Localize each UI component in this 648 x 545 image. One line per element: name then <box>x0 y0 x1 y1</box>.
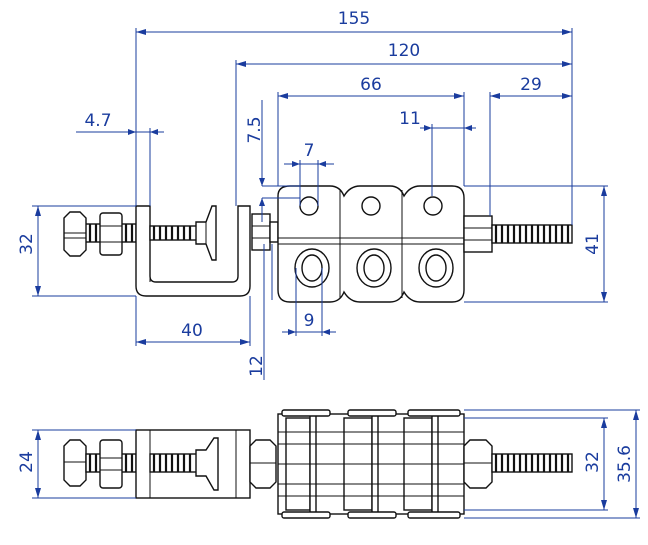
right-nut <box>463 215 493 253</box>
center-nut <box>251 213 279 251</box>
dim-clamp-flange: 4.7 <box>84 111 111 131</box>
side-view <box>63 409 573 519</box>
dim-clamp-depth: 40 <box>181 321 203 341</box>
dim-jaw-gap: 12 <box>247 355 267 377</box>
dim-side-block-outer: 35.6 <box>615 445 635 483</box>
dim-large-hole: 9 <box>304 311 315 331</box>
dim-overall-length: 155 <box>338 9 370 29</box>
dim-end-offset: 29 <box>520 75 542 95</box>
swivel-pad <box>195 205 217 261</box>
c-clamp <box>135 205 251 297</box>
top-dimensions: 155 120 66 29 11 4.7 7.5 <box>17 9 608 380</box>
dim-block-length: 66 <box>360 75 382 95</box>
triple-cable-block <box>277 185 465 303</box>
side-right-rod <box>491 453 573 473</box>
side-left-nut <box>63 439 87 487</box>
top-view <box>63 185 573 303</box>
side-washer <box>99 439 123 489</box>
dim-side-clamp-width: 24 <box>17 451 37 473</box>
dim-side-block-inner: 32 <box>583 451 603 473</box>
dim-small-hole: 7 <box>304 141 315 161</box>
right-threaded-rod <box>491 224 573 244</box>
clamp-screw <box>149 225 199 241</box>
left-washer <box>99 212 123 256</box>
side-clamp-body <box>135 429 251 499</box>
side-center-nut <box>249 439 277 489</box>
dim-clamp-height: 32 <box>17 233 37 255</box>
side-cable-block <box>277 409 465 519</box>
side-dimensions: 24 32 35.6 <box>17 409 640 519</box>
dim-small-bore-pitch: 11 <box>399 109 421 129</box>
dim-top-offset: 7.5 <box>245 116 265 143</box>
dim-body-height: 41 <box>583 233 603 255</box>
dim-body-length: 120 <box>388 41 420 61</box>
side-right-nut <box>463 439 493 489</box>
left-nut <box>63 211 87 257</box>
